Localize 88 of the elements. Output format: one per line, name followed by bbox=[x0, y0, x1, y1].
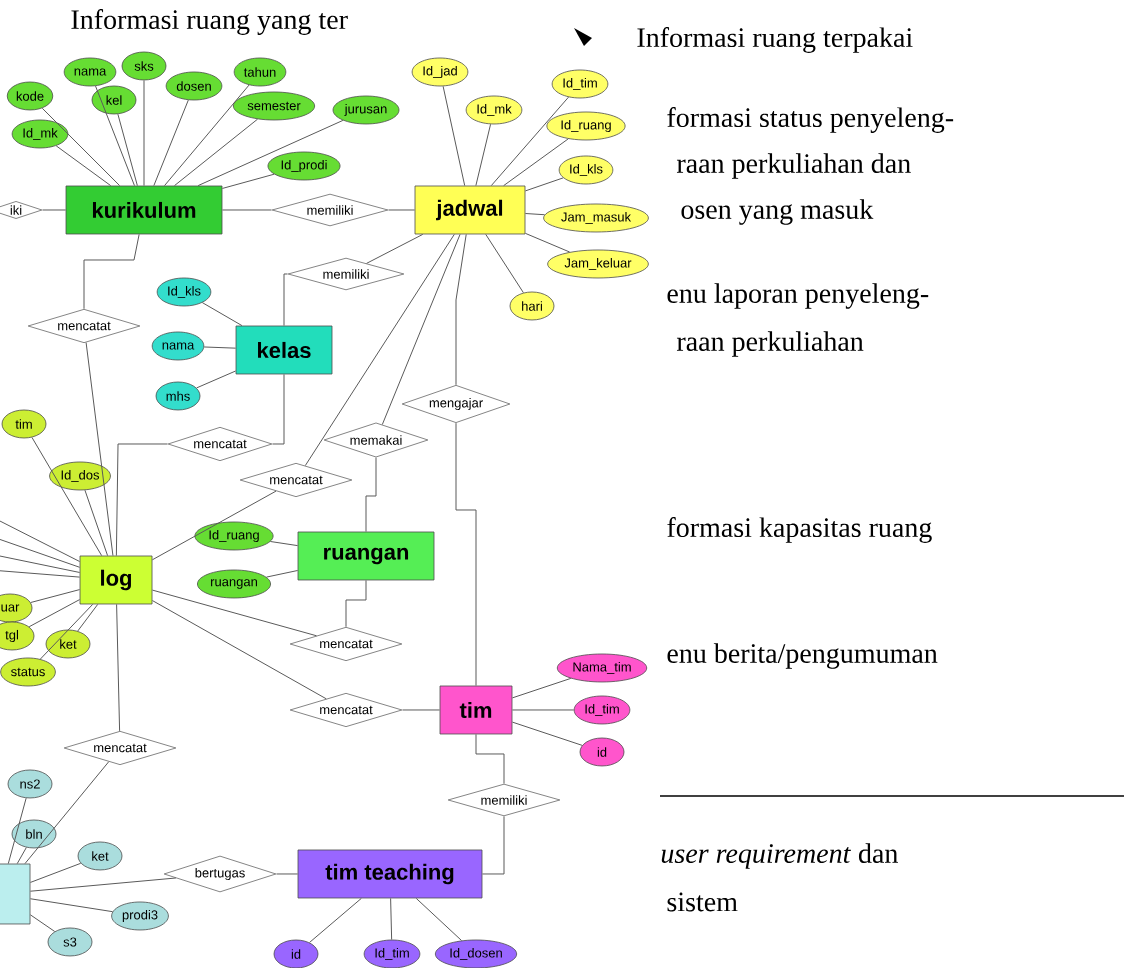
connector-line bbox=[41, 209, 67, 211]
connector-line bbox=[475, 123, 492, 187]
connector-line bbox=[85, 342, 114, 557]
connector-line bbox=[309, 897, 362, 943]
connector-line bbox=[524, 177, 564, 192]
connector-line bbox=[55, 145, 112, 187]
text-line: formasi kapasitas ruang bbox=[667, 517, 932, 543]
connector-line bbox=[0, 535, 81, 568]
connector-line bbox=[455, 233, 467, 386]
connector-line bbox=[29, 877, 177, 892]
connector-line bbox=[16, 847, 27, 865]
entity-box: tim bbox=[439, 685, 513, 735]
connector-line bbox=[481, 815, 505, 875]
connector-line bbox=[511, 677, 572, 699]
connector-line bbox=[143, 79, 145, 187]
connector-line bbox=[503, 138, 569, 187]
connector-line bbox=[271, 373, 285, 445]
connector-line bbox=[475, 733, 505, 785]
connector-line bbox=[31, 436, 103, 557]
connector-line bbox=[221, 209, 273, 211]
connector-line bbox=[524, 213, 546, 216]
text-line: enu berita/pengumuman bbox=[667, 643, 938, 669]
entity-box: kurikulum bbox=[65, 185, 223, 235]
connector-line bbox=[381, 233, 461, 426]
connector-line bbox=[524, 232, 571, 253]
connector-line bbox=[455, 422, 477, 687]
connector-line bbox=[442, 85, 466, 187]
text-line: formasi status penyeleng- bbox=[667, 107, 954, 133]
connector-line bbox=[24, 761, 110, 865]
connector-line bbox=[197, 119, 344, 187]
connector-line bbox=[115, 443, 169, 557]
connector-line bbox=[41, 107, 121, 187]
text-line: user requirement dan bbox=[661, 843, 898, 869]
connector-line bbox=[151, 490, 277, 561]
connector-line bbox=[117, 113, 138, 187]
connector-line bbox=[77, 603, 99, 632]
entity-box: log bbox=[79, 555, 153, 605]
connector-line bbox=[511, 721, 583, 746]
text-line: sistem bbox=[667, 892, 738, 912]
entity-box bbox=[0, 863, 31, 925]
connector-line bbox=[275, 873, 299, 875]
text-line: osen yang masuk bbox=[681, 199, 874, 225]
connector-line bbox=[153, 99, 189, 187]
connector-line bbox=[201, 302, 243, 327]
connector-line bbox=[196, 370, 237, 389]
connector-line bbox=[485, 233, 524, 294]
connector-line bbox=[283, 273, 289, 327]
connector-line bbox=[221, 173, 275, 189]
connector-line bbox=[7, 797, 27, 865]
connector-line bbox=[0, 553, 81, 573]
connector-line bbox=[174, 118, 259, 187]
connector-line bbox=[415, 897, 462, 941]
text-line: Informasi ruang yang ter bbox=[71, 9, 348, 35]
connector-line bbox=[28, 599, 81, 628]
connector-line bbox=[29, 898, 114, 913]
entity-box: tim teaching bbox=[297, 849, 483, 899]
connector-line bbox=[490, 96, 569, 187]
connector-line bbox=[151, 600, 327, 700]
text-line: enu laporan penyeleng- bbox=[667, 283, 929, 309]
connector-line bbox=[511, 709, 575, 711]
entity-box: kelas bbox=[235, 325, 333, 375]
text-line: Informasi ruang terpakai bbox=[637, 27, 913, 53]
connector-line bbox=[29, 914, 56, 932]
text-line: raan perkuliahan dan bbox=[676, 153, 911, 179]
text-line: raan perkuliahan bbox=[676, 331, 864, 357]
connector-line bbox=[366, 233, 424, 264]
entity-box: jadwal bbox=[414, 185, 526, 235]
connector-line bbox=[84, 489, 109, 557]
connector-line bbox=[116, 603, 121, 732]
entity-box: ruangan bbox=[297, 531, 435, 581]
connector-line bbox=[95, 85, 135, 187]
connector-line bbox=[0, 515, 81, 562]
connector-line bbox=[345, 579, 367, 628]
connector-line bbox=[270, 541, 299, 547]
connector-line bbox=[30, 589, 81, 603]
connector-line bbox=[83, 233, 140, 310]
connector-line bbox=[387, 209, 416, 211]
connector-line bbox=[151, 589, 317, 637]
connector-line bbox=[401, 709, 441, 711]
connector-line bbox=[0, 569, 81, 578]
connector-line bbox=[203, 346, 237, 349]
connector-line bbox=[365, 457, 377, 533]
connector-line bbox=[265, 570, 299, 578]
connector-line bbox=[304, 233, 455, 467]
connector-line bbox=[39, 603, 94, 660]
connector-line bbox=[29, 862, 82, 883]
connector-line bbox=[164, 84, 250, 187]
connector-line bbox=[390, 897, 393, 941]
